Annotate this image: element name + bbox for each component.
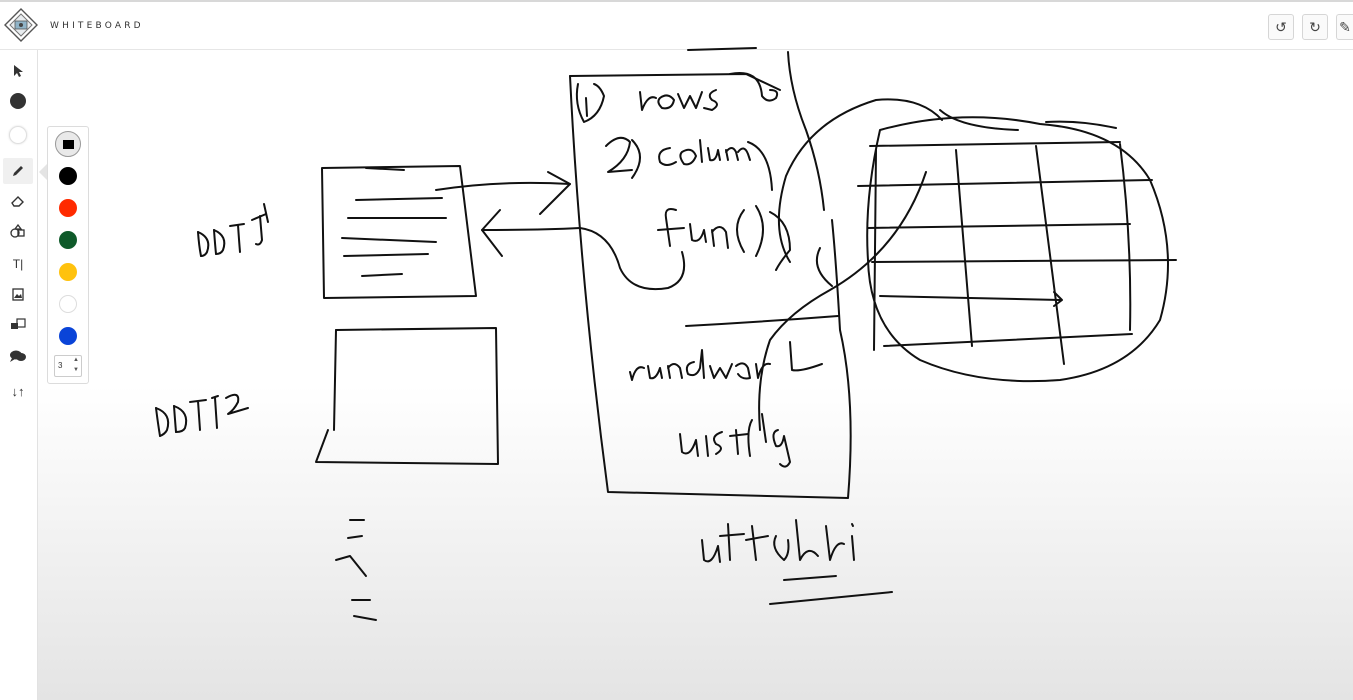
sort-tool[interactable]: ↓↑ [3,378,33,404]
top-bar: WHITEBOARD ↺ ↻ ✎ [0,0,1353,50]
text-tool[interactable]: T| [3,251,33,277]
filled-circle-icon [10,93,26,109]
app-logo-icon[interactable] [4,8,38,42]
undo-button[interactable]: ↺ [1268,14,1294,40]
redo-button[interactable]: ↻ [1302,14,1328,40]
fill-color-tool[interactable] [3,88,33,114]
color-swatch-green[interactable] [59,231,77,249]
color-swatch-selected[interactable] [55,131,81,157]
stroke-size-input[interactable]: 3 ▲ ▼ [54,355,82,377]
select-tool[interactable] [3,58,33,84]
stroke-size-value: 3 [58,361,63,370]
eraser-icon [11,196,24,207]
eraser-tool[interactable] [3,188,33,214]
text-icon: T| [12,257,24,271]
up-down-arrows-icon: ↓↑ [11,383,25,399]
pen-tool[interactable] [3,158,33,184]
cursor-icon [14,65,23,77]
comment-tool[interactable] [3,343,33,369]
shapes-tool[interactable] [3,218,33,244]
redo-icon: ↻ [1309,18,1321,35]
undo-icon: ↺ [1275,18,1287,35]
settings-button[interactable]: ✎ [1336,14,1353,40]
speech-bubble-icon [10,350,26,362]
chevron-up-icon[interactable]: ▲ [73,357,79,363]
color-swatch-red[interactable] [59,199,77,217]
background-color-tool[interactable] [3,122,33,148]
link-image-tool[interactable] [3,311,33,337]
document-2-scribble [315,327,499,465]
ddt2-scribble [155,393,249,437]
palette-pointer [39,164,47,180]
color-swatch-black[interactable] [59,167,77,185]
shapes-icon [10,224,25,238]
process-panel-scribble [569,47,852,499]
ddt1-scribble [197,203,269,257]
grid-circle-scribble [758,98,1177,431]
color-palette: 3 ▲ ▼ [47,126,89,384]
left-toolbar: T| ↓↑ [0,50,38,700]
connector-arrows [435,171,686,290]
color-swatch-blue[interactable] [59,327,77,345]
chevron-down-icon[interactable]: ▼ [73,367,79,373]
image-tool[interactable] [3,281,33,307]
black-square-swatch-icon [62,139,74,149]
pencil-icon [13,166,23,176]
wrench-icon: ✎ [1339,18,1351,35]
color-swatch-white[interactable] [59,295,77,313]
bottom-notes-scribble [335,519,893,621]
image-link-icon [11,318,26,329]
image-icon [12,287,24,301]
color-swatch-yellow[interactable] [59,263,77,281]
app-title: WHITEBOARD [50,21,144,31]
document-1-scribble [321,165,477,299]
empty-circle-icon [9,126,27,144]
whiteboard-canvas[interactable] [38,47,1353,700]
